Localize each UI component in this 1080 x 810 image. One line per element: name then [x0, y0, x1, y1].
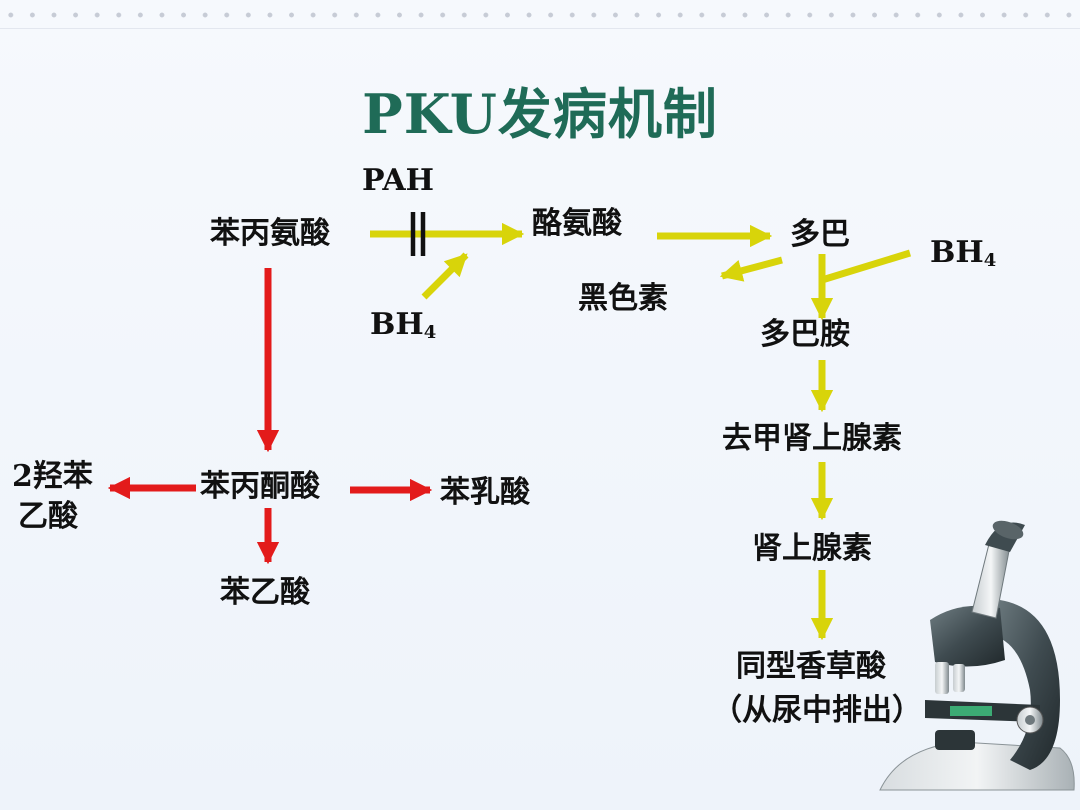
node-melanin: 黑色素 — [578, 281, 668, 316]
top-divider — [0, 28, 1080, 29]
node-phenylalanine: 苯丙氨酸 — [210, 216, 330, 251]
arrow-dopa-to-melanin — [719, 256, 783, 282]
node-hydroxyphenylacetate-2: 乙酸 — [18, 499, 78, 534]
arrow-bh4-cofactor-2 — [820, 249, 912, 284]
node-phenyllactate: 苯乳酸 — [440, 475, 530, 510]
node-hydroxyphenylacetate-1: 2羟苯 — [12, 459, 93, 494]
dotted-top-border — [0, 0, 1080, 30]
enzyme-label-pah: PAH — [362, 163, 434, 198]
node-hva-line2: （从尿中排出） — [712, 693, 922, 728]
cofactor-label-1: BH4 — [370, 307, 437, 343]
node-epinephrine: 肾上腺素 — [752, 531, 872, 566]
node-tyrosine: 酪氨酸 — [532, 206, 622, 241]
cofactor-label-2: BH4 — [930, 235, 997, 271]
slide-title: PKU发病机制 — [362, 82, 718, 146]
node-dopa: 多巴 — [790, 217, 850, 252]
node-phenylpyruvate: 苯丙酮酸 — [200, 469, 320, 504]
double-bar-block-icon — [410, 212, 426, 256]
node-phenylacetate: 苯乙酸 — [220, 575, 310, 610]
node-hva-line1: 同型香草酸 — [736, 649, 886, 684]
arrow-bh4-cofactor-1 — [421, 252, 469, 300]
node-norepinephrine: 去甲肾上腺素 — [722, 421, 902, 456]
node-dopamine: 多巴胺 — [760, 317, 850, 352]
